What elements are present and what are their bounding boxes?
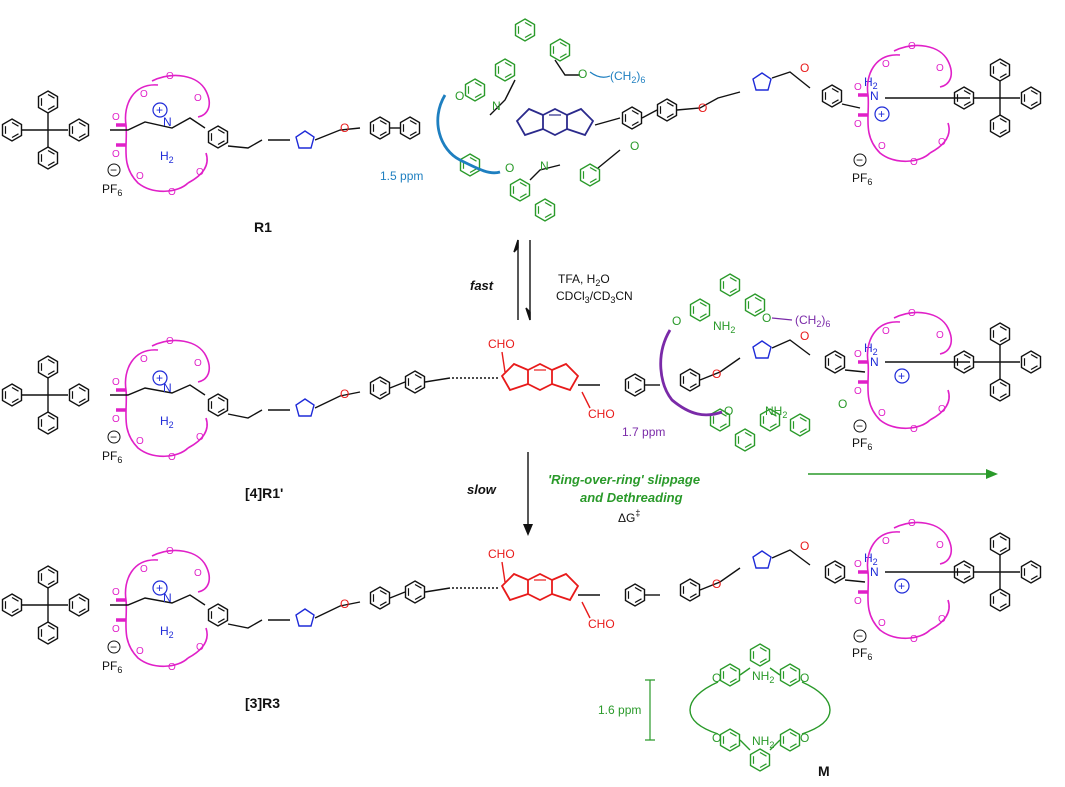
r1p-nh2-top: NH2 xyxy=(713,319,735,335)
r1-left-crown xyxy=(110,69,212,200)
r1p-plus-left xyxy=(152,370,168,386)
m-shift-label: 1.6 ppm xyxy=(598,703,641,717)
r1-plus-right-sign: + xyxy=(878,107,885,121)
r3-ether-o3: O xyxy=(800,539,809,553)
r3-minus-left xyxy=(107,640,121,654)
r1p-nh2-bottom: NH2 xyxy=(765,404,787,420)
r1-ch2-6: (CH2)6 xyxy=(610,69,645,85)
macrocycle-m xyxy=(645,643,831,772)
m-o3: O xyxy=(712,731,721,745)
r3-plus-left-sign: + xyxy=(156,581,163,595)
r3-structure: N H2 + O − PF6 CHO CHO O O H2 N + xyxy=(3,516,1041,675)
r3-plus-right xyxy=(894,578,910,594)
r3-cho-top: CHO xyxy=(488,547,515,561)
r1-imine-n1: N xyxy=(492,99,501,113)
r1p-minus-right-sign: − xyxy=(856,419,863,433)
r1p-n-left: N xyxy=(163,381,172,395)
r3-plus-left xyxy=(152,580,168,596)
r1-minus-right xyxy=(853,153,867,167)
r1-left-stopper xyxy=(3,91,89,169)
r3-minus-right xyxy=(853,629,867,643)
r1p-macro-o3: O xyxy=(724,404,733,418)
r1-minus-left xyxy=(107,163,121,177)
r3-n-right: N xyxy=(870,565,879,579)
r1-ether-o3: O xyxy=(800,61,809,75)
r1-minus-right-sign: − xyxy=(856,153,863,167)
r3-minus-right-sign: − xyxy=(856,629,863,643)
r3-minus-left-sign: − xyxy=(110,640,117,654)
r1p-macro-o2: O xyxy=(762,311,771,325)
r1-h2-left: H2 xyxy=(160,149,174,165)
r1p-pf6-left: PF6 xyxy=(102,449,122,465)
r1p-macro-o4: O xyxy=(838,397,847,411)
r1p-cho-top: CHO xyxy=(488,337,515,351)
r1p-plus-left-sign: + xyxy=(156,371,163,385)
r1p-shift-label: 1.7 ppm xyxy=(622,425,665,439)
r3-ether-o1: O xyxy=(340,597,349,611)
dethreading-label: and Dethreading xyxy=(580,490,683,505)
r1-plus-left-sign: + xyxy=(156,103,163,117)
r1-n-left: N xyxy=(163,115,172,129)
r1p-ether-o2: O xyxy=(712,367,721,381)
r1-macro-o3: O xyxy=(630,139,639,153)
macrocycle-release-arrow xyxy=(808,469,998,479)
r1p-cho-bottom: CHO xyxy=(588,407,615,421)
r1p-label: [4]R1' xyxy=(245,485,283,501)
r3-cho-bottom: CHO xyxy=(588,617,615,631)
r1-ether-o2: O xyxy=(698,101,707,115)
r1p-h2-left: H2 xyxy=(160,414,174,430)
r1-plus-right xyxy=(874,106,890,122)
r1p-plus-right xyxy=(894,368,910,384)
r3-label: [3]R3 xyxy=(245,695,280,711)
fast-label: fast xyxy=(470,278,494,293)
r1-n-right: N xyxy=(870,89,879,103)
r1p-minus-left xyxy=(107,430,121,444)
solvent-label: CDCl3/CD3CN xyxy=(556,289,633,305)
r1-pf6-left: PF6 xyxy=(102,182,122,198)
delta-g-label: ΔG‡ xyxy=(618,508,640,525)
r3-plus-right-sign: + xyxy=(898,579,905,593)
r3-ether-o2: O xyxy=(712,577,721,591)
r1p-structure: N H2 + O − PF6 CHO CHO O O xyxy=(3,273,1041,465)
m-o2: O xyxy=(800,671,809,685)
r1-label: R1 xyxy=(254,219,272,235)
r1p-minus-right xyxy=(853,419,867,433)
slow-label: slow xyxy=(467,482,497,497)
r1-hexyl-chain xyxy=(436,94,501,175)
r1-macro-o4: O xyxy=(505,161,514,175)
r1-ether-o1: O xyxy=(340,121,349,135)
r3-n-left: N xyxy=(163,591,172,605)
r1p-ether-o3: O xyxy=(800,329,809,343)
r1-pf6-right: PF6 xyxy=(852,171,872,187)
r1-macro-o2: O xyxy=(455,89,464,103)
equilibrium-arrows xyxy=(513,239,531,321)
r3-pf6-right: PF6 xyxy=(852,646,872,662)
r1p-pf6-right: PF6 xyxy=(852,436,872,452)
m-nh2-top: NH2 xyxy=(752,669,774,685)
m-o4: O xyxy=(800,731,809,745)
r1p-ether-o1: O xyxy=(340,387,349,401)
r3-pf6-left: PF6 xyxy=(102,659,122,675)
m-o1: O xyxy=(712,671,721,685)
r1p-ch2-6: (CH2)6 xyxy=(795,313,830,329)
r1p-macro-o1: O xyxy=(672,314,681,328)
r1p-hexyl-chain xyxy=(659,329,723,417)
r1-shift-label: 1.5 ppm xyxy=(380,169,423,183)
r3-h2-left: H2 xyxy=(160,624,174,640)
r1-imine-n2: N xyxy=(540,159,549,173)
r1p-plus-right-sign: + xyxy=(898,369,905,383)
r1-structure: N H2 + O − PF6 N N O O O O (CH2) xyxy=(3,18,1041,222)
r1-macro-o1: O xyxy=(578,67,587,81)
slow-arrow xyxy=(523,452,533,536)
r1p-n-right: N xyxy=(870,355,879,369)
slippage-label: 'Ring-over-ring' slippage xyxy=(548,472,700,487)
r1-plus-left xyxy=(152,102,168,118)
m-label: M xyxy=(818,763,830,779)
r1p-minus-left-sign: − xyxy=(110,430,117,444)
m-nh2-bottom: NH2 xyxy=(752,734,774,750)
r1-minus-left-sign: − xyxy=(110,163,117,177)
tfa-label: TFA, H2O xyxy=(558,272,610,288)
